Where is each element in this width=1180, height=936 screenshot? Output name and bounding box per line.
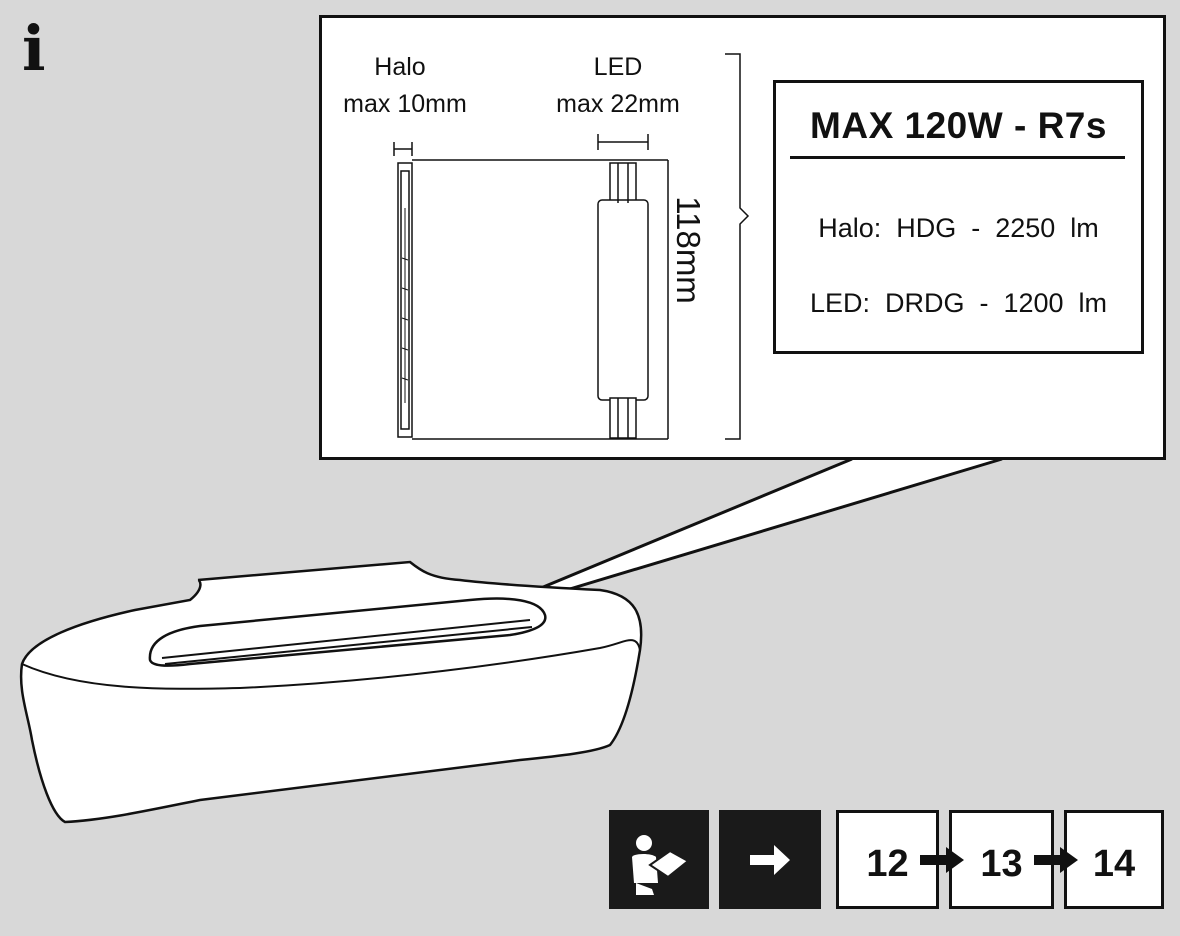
brace	[725, 53, 750, 440]
step-number: 13	[980, 843, 1023, 885]
lamp-diagram	[393, 53, 750, 440]
step-arrow-icon	[920, 847, 964, 873]
led-lamp	[597, 162, 649, 439]
spec-led-line: LED: DRDG - 1200 lm	[809, 288, 1108, 318]
spec-divider	[790, 156, 1125, 159]
step-arrow-icon	[1034, 847, 1078, 873]
length-label: 118mm	[670, 196, 707, 304]
spec-title: MAX 120W - R7s	[810, 105, 1107, 146]
info-icon: i	[22, 12, 46, 85]
reading-manual-icon	[609, 810, 709, 909]
spec-halo-line: Halo: HDG - 2250 lm	[818, 213, 1099, 243]
led-name-label: LED	[593, 53, 643, 81]
arrow-right-icon	[719, 810, 821, 909]
led-max-label: max 22mm	[556, 90, 680, 118]
halo-max-label: max 10mm	[343, 90, 467, 118]
luminaire-body	[19, 560, 643, 824]
halo-name-label: Halo	[374, 53, 426, 81]
spec-box: MAX 120W - R7s Halo: HDG - 2250 lm LED: …	[773, 80, 1144, 354]
step-number: 14	[1092, 843, 1136, 885]
halogen-lamp	[397, 162, 413, 438]
step-number: 12	[866, 843, 909, 885]
